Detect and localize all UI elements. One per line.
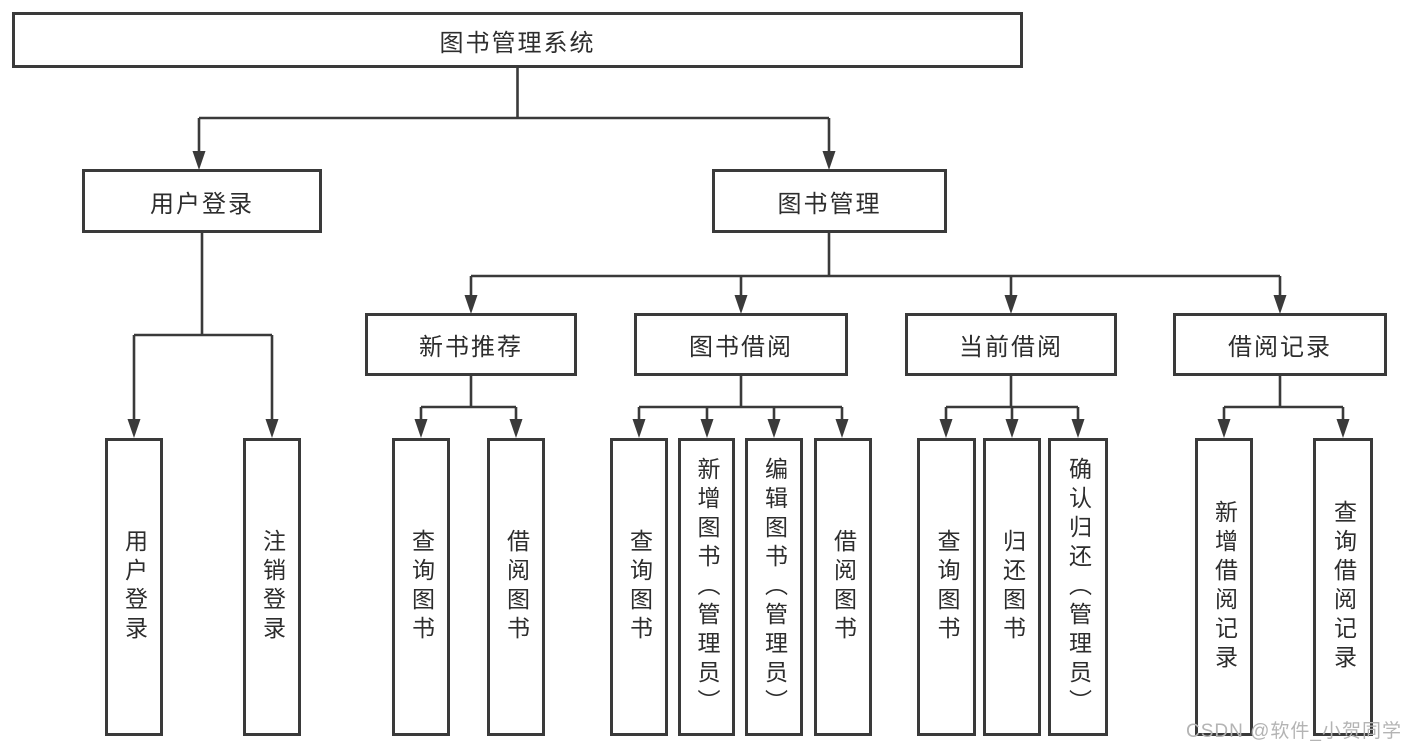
leaf-cb-confirm-return-admin: 确认归还（管理员） [1048, 438, 1108, 736]
leaf-cb-query-book: 查询图书 [917, 438, 976, 736]
leaf-cb-return-book-label: 归还图书 [999, 529, 1026, 645]
node-current-borrow: 当前借阅 [905, 313, 1117, 376]
arrowheads [127, 151, 1350, 438]
leaf-user-login-label: 用户登录 [121, 529, 148, 645]
leaf-nbr-query-book-label: 查询图书 [408, 529, 435, 645]
watermark: CSDN @软件_小贺同学 [1186, 721, 1402, 742]
node-borrow-records: 借阅记录 [1173, 313, 1387, 376]
leaf-nbr-borrow-book: 借阅图书 [487, 438, 545, 736]
node-new-book-recommend-label: 新书推荐 [419, 334, 523, 361]
node-user-login: 用户登录 [82, 169, 322, 233]
node-new-book-recommend: 新书推荐 [365, 313, 577, 376]
node-root-label: 图书管理系统 [439, 29, 596, 57]
leaf-logout-login: 注销登录 [243, 438, 301, 736]
leaf-bb-borrow-book: 借阅图书 [814, 438, 872, 736]
node-book-borrow-label: 图书借阅 [689, 334, 793, 361]
node-book-management: 图书管理 [712, 169, 947, 233]
leaf-br-query-record-label: 查询借阅记录 [1330, 500, 1357, 674]
leaf-bb-query-book: 查询图书 [610, 438, 668, 736]
leaf-cb-return-book: 归还图书 [983, 438, 1041, 736]
node-root: 图书管理系统 [12, 12, 1023, 68]
leaf-bb-edit-book-admin: 编辑图书（管理员） [745, 438, 803, 736]
leaf-bb-add-book-admin-label: 新增图书（管理员） [694, 456, 720, 718]
leaf-br-query-record: 查询借阅记录 [1313, 438, 1373, 736]
leaf-bb-query-book-label: 查询图书 [626, 529, 653, 645]
leaf-cb-confirm-return-admin-label: 确认归还（管理员） [1065, 456, 1092, 718]
node-borrow-records-label: 借阅记录 [1228, 334, 1332, 361]
leaf-nbr-borrow-book-label: 借阅图书 [503, 529, 530, 645]
node-book-borrow: 图书借阅 [634, 313, 848, 376]
node-current-borrow-label: 当前借阅 [959, 334, 1063, 361]
leaf-bb-borrow-book-label: 借阅图书 [830, 529, 857, 645]
leaf-bb-add-book-admin: 新增图书（管理员） [678, 438, 735, 736]
leaf-logout-login-label: 注销登录 [259, 529, 286, 645]
leaf-nbr-query-book: 查询图书 [392, 438, 450, 736]
leaf-br-add-record: 新增借阅记录 [1195, 438, 1253, 736]
node-user-login-label: 用户登录 [150, 190, 254, 218]
leaf-bb-edit-book-admin-label: 编辑图书（管理员） [761, 456, 788, 718]
leaf-cb-query-book-label: 查询图书 [934, 529, 960, 645]
leaf-br-add-record-label: 新增借阅记录 [1211, 500, 1238, 674]
leaf-user-login: 用户登录 [105, 438, 163, 736]
node-book-management-label: 图书管理 [777, 190, 882, 218]
